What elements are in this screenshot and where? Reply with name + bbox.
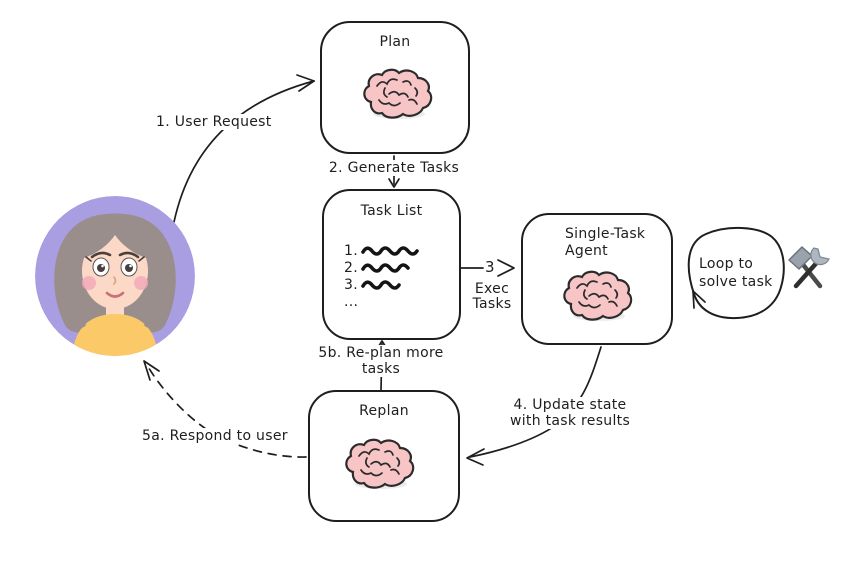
hammer-wrench-icon: [788, 246, 830, 289]
edge-label-update-state: 4. Update state with task results: [506, 397, 634, 429]
loop-label-line2: solve task: [699, 274, 773, 290]
replan-more-line1: 5b. Re-plan more: [318, 345, 444, 361]
task-squiggle-icon: [361, 262, 410, 273]
update-state-line1: 4. Update state: [513, 397, 627, 413]
user-avatar: [35, 196, 195, 356]
replan-title: Replan: [359, 403, 409, 419]
brain-icon: [363, 68, 433, 119]
edge-label-replan-more: 5b. Re-plan more tasks: [315, 345, 447, 377]
replan-more-line2: tasks: [361, 361, 401, 377]
task-item: 1.: [344, 242, 419, 259]
task-list-node: Task List 1. 2. 3. ...: [322, 189, 461, 340]
agent-title-line1: Single-Task: [565, 226, 646, 242]
brain-icon: [563, 270, 633, 321]
task-number: 1.: [344, 242, 358, 259]
loop-label-line1: Loop to: [699, 256, 754, 272]
task-item-ellipsis: ...: [344, 293, 419, 310]
task-number: 2.: [344, 259, 358, 276]
loop-circle: [687, 226, 785, 320]
arrow-respond-to-user-head: [143, 360, 160, 381]
edge-label-generate-tasks: 2. Generate Tasks: [325, 160, 463, 176]
arrow-user-request: [173, 74, 315, 223]
exec-label-line1: Exec: [474, 281, 510, 297]
task-squiggle-icon: [361, 279, 401, 290]
task-list-title: Task List: [360, 203, 423, 219]
update-state-line2: with task results: [509, 413, 631, 429]
edge-label-exec-tasks: Exec Tasks: [469, 282, 514, 312]
single-task-agent-title: Single-Task Agent: [565, 226, 645, 260]
plan-title: Plan: [379, 34, 411, 50]
task-item: 3.: [344, 276, 419, 293]
task-squiggle-icon: [361, 245, 419, 256]
arrow-exec-tasks: [460, 259, 515, 277]
edge-label-user-request: 1. User Request: [153, 114, 275, 130]
task-ellipsis: ...: [344, 293, 359, 310]
agent-title-line2: Agent: [565, 243, 608, 259]
edge-label-exec-number: 3: [485, 258, 495, 276]
task-item: 2.: [344, 259, 419, 276]
task-list-items: 1. 2. 3. ...: [344, 242, 419, 310]
brain-icon: [345, 438, 415, 489]
loop-label: Loop to solve task: [699, 255, 773, 291]
task-number: 3.: [344, 276, 358, 293]
edge-label-respond-to-user: 5a. Respond to user: [139, 428, 291, 444]
exec-label-line2: Tasks: [472, 296, 512, 312]
